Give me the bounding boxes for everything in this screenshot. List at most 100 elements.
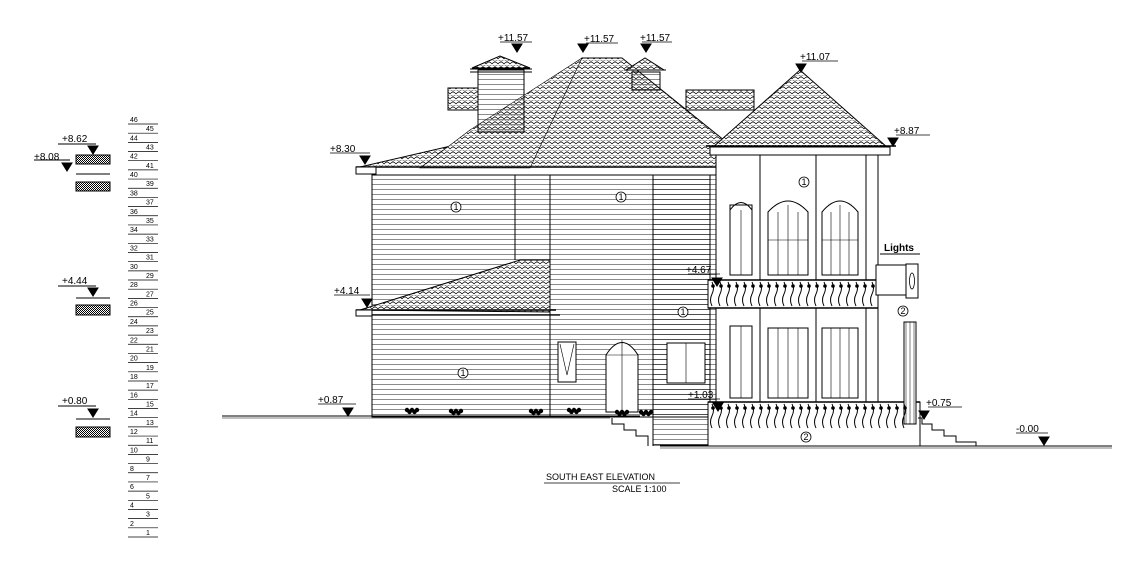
stair-number: 44: [130, 135, 138, 142]
material-markers: [450, 176, 909, 443]
vine-leaf: [759, 406, 763, 410]
shrub: [576, 407, 582, 413]
vine-leaf: [767, 406, 771, 410]
vine-leaf: [711, 406, 715, 410]
vine-leaf: [863, 406, 867, 410]
stair-number: 14: [130, 411, 138, 418]
vine-leaf: [855, 284, 859, 288]
vine-leaf: [751, 406, 755, 410]
vine-leaf: [743, 284, 747, 288]
marker-1d: 1: [680, 307, 685, 317]
vine-leaf: [711, 284, 715, 288]
stair-number: 17: [146, 383, 154, 390]
elev-eave-left: +8.30: [330, 144, 356, 155]
drawing-scale: SCALE 1:100: [612, 484, 667, 494]
stair-number: 10: [130, 447, 138, 454]
vine-leaf: [719, 284, 723, 288]
vine-leaf: [791, 284, 795, 288]
shrub: [624, 409, 630, 415]
stair-number: 11: [146, 438, 153, 445]
elev-chimney-right: +11.57: [640, 33, 671, 44]
vine-leaf: [743, 406, 747, 410]
elevation-triangle: [361, 298, 373, 308]
level-symbols: [34, 143, 111, 438]
stair-number: 12: [130, 429, 138, 436]
stair-number: 36: [130, 209, 138, 216]
stair-number: 18: [130, 374, 138, 381]
vine-leaf: [815, 406, 819, 410]
stair-number: 1: [146, 530, 150, 537]
vine-leaf: [767, 284, 771, 288]
stair-number: 33: [146, 236, 154, 243]
stair-number: 32: [130, 245, 138, 252]
elev-balcony: +4.67: [686, 265, 712, 276]
stair-number: 3: [146, 512, 150, 519]
vine-leaf: [807, 406, 811, 410]
vine-leaf: [839, 284, 843, 288]
vine-leaf: [871, 406, 875, 410]
shrub: [648, 409, 654, 415]
vine-leaf: [799, 284, 803, 288]
stair-number: 20: [130, 356, 138, 363]
elevation-triangle: [577, 43, 589, 53]
vine-leaf: [887, 406, 891, 410]
marker-1e: 1: [460, 368, 465, 378]
elev-roof-peak: +11.57: [584, 34, 615, 45]
vine-leaf: [791, 406, 795, 410]
elev-lower-roof: +4.14: [334, 286, 360, 297]
stair-number: 30: [130, 264, 138, 271]
stair-number: 26: [130, 301, 138, 308]
vine-leaf: [735, 406, 739, 410]
stair-number: 19: [146, 365, 154, 372]
vine-leaf: [775, 406, 779, 410]
elev-site-ground: -0.00: [1016, 424, 1039, 435]
elevation-triangle: [918, 410, 930, 420]
stair-number: 38: [130, 190, 138, 197]
vine-leaf: [783, 284, 787, 288]
elevation-triangle: [887, 137, 899, 147]
vine-leaf: [879, 406, 883, 410]
stair-number: 13: [146, 420, 154, 427]
lights-label: Lights: [884, 243, 914, 254]
stair-number: 43: [146, 145, 154, 152]
stair-number: 39: [146, 181, 154, 188]
stair-number: 23: [146, 328, 154, 335]
elevation-triangle: [1038, 436, 1050, 446]
stair-number: 5: [146, 493, 150, 500]
level-8-08: +8.08: [34, 152, 60, 163]
vine-leaf: [831, 284, 835, 288]
marker-2a: 2: [900, 306, 905, 316]
stair-number: 22: [130, 337, 138, 344]
elevation-triangle: [359, 155, 371, 165]
stair-number: 40: [130, 172, 138, 179]
vine-leaf: [895, 406, 899, 410]
elev-chimney-left: +11.57: [498, 33, 529, 44]
stair-number: 42: [130, 154, 138, 161]
elev-ground-right: +0.75: [926, 398, 952, 409]
stair-number: 27: [146, 291, 154, 298]
level-0-80: +0.80: [62, 396, 88, 407]
stair-number: 25: [146, 310, 154, 317]
stair-number: 9: [146, 457, 150, 464]
stair-number: 34: [130, 227, 138, 234]
stair-number: 6: [130, 484, 134, 491]
stair-number: 7: [146, 475, 150, 482]
stair-number: 21: [146, 346, 154, 353]
elevation-triangle: [711, 277, 723, 287]
vine-leaf: [855, 406, 859, 410]
shrub: [458, 408, 464, 414]
stair-number: 24: [130, 319, 138, 326]
elev-terrace: +1.03: [688, 390, 714, 401]
vine-leaf: [839, 406, 843, 410]
vine-leaf: [863, 284, 867, 288]
stair-number: 45: [146, 126, 154, 133]
elevation-markers: [318, 41, 1050, 446]
stair-number: 41: [146, 163, 154, 170]
drawing-title: SOUTH EAST ELEVATION: [546, 472, 655, 482]
vine-leaf: [871, 284, 875, 288]
vine-leaf: [751, 284, 755, 288]
shrub: [414, 407, 420, 413]
stair-number-list: 4645444342414039383736353433323130292827…: [128, 117, 158, 538]
level-8-62: +8.62: [62, 134, 88, 145]
elev-tower-peak: +11.07: [800, 52, 831, 63]
